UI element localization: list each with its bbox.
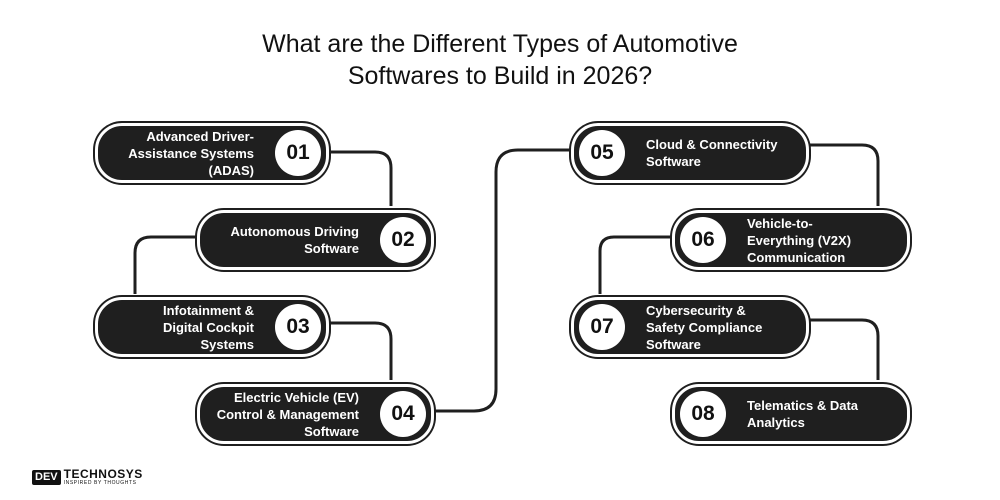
item-02-number: 02 xyxy=(380,217,426,263)
item-01-number: 01 xyxy=(275,130,321,176)
item-01: Advanced Driver- Assistance Systems (ADA… xyxy=(95,123,329,183)
connector-02-03 xyxy=(133,235,197,294)
brand-logo: DEV TECHNOSYS INSPIRED BY THOUGHTS xyxy=(32,466,143,488)
connector-06-07 xyxy=(598,235,672,294)
item-08-label: Telematics & Data Analytics xyxy=(747,398,859,430)
item-07: 07 Cybersecurity & Safety Compliance Sof… xyxy=(571,297,809,357)
connector-03-04 xyxy=(323,321,393,380)
item-02-label: Autonomous Driving Software xyxy=(230,224,359,256)
item-04: Electric Vehicle (EV) Control & Manageme… xyxy=(197,384,434,444)
item-08-number: 08 xyxy=(680,391,726,437)
item-01-label: Advanced Driver- Assistance Systems (ADA… xyxy=(128,128,254,178)
item-07-number: 07 xyxy=(579,304,625,350)
logo-mark: DEV xyxy=(32,469,61,485)
item-05: 05 Cloud & Connectivity Software xyxy=(571,123,809,183)
page-title: What are the Different Types of Automoti… xyxy=(0,28,1000,92)
logo-tagline: INSPIRED BY THOUGHTS xyxy=(63,480,137,486)
item-03-number: 03 xyxy=(275,304,321,350)
item-03: Infotainment & Digital Cockpit Systems 0… xyxy=(95,297,329,357)
connector-05-06 xyxy=(803,143,880,206)
connector-07-08 xyxy=(803,318,880,380)
connector-04-05 xyxy=(428,148,571,413)
item-04-label: Electric Vehicle (EV) Control & Manageme… xyxy=(216,389,359,439)
logo-words: TECHNOSYS INSPIRED BY THOUGHTS xyxy=(64,468,143,486)
item-02: Autonomous Driving Software 02 xyxy=(197,210,434,270)
item-08: 08 Telematics & Data Analytics xyxy=(672,384,910,444)
item-05-number: 05 xyxy=(579,130,625,176)
connector-01-02 xyxy=(323,150,393,206)
item-05-label: Cloud & Connectivity Software xyxy=(646,137,778,169)
item-06-number: 06 xyxy=(680,217,726,263)
logo-name: TECHNOSYS xyxy=(63,467,143,481)
item-06-label: Vehicle-to- Everything (V2X) Communicati… xyxy=(747,215,852,265)
item-04-number: 04 xyxy=(380,391,426,437)
item-07-label: Cybersecurity & Safety Compliance Softwa… xyxy=(646,302,763,352)
item-06: 06 Vehicle-to- Everything (V2X) Communic… xyxy=(672,210,910,270)
title-line-1: What are the Different Types of Automoti… xyxy=(262,30,738,58)
item-03-label: Infotainment & Digital Cockpit Systems xyxy=(162,302,254,352)
title-line-2: Softwares to Build in 2026? xyxy=(347,62,653,90)
